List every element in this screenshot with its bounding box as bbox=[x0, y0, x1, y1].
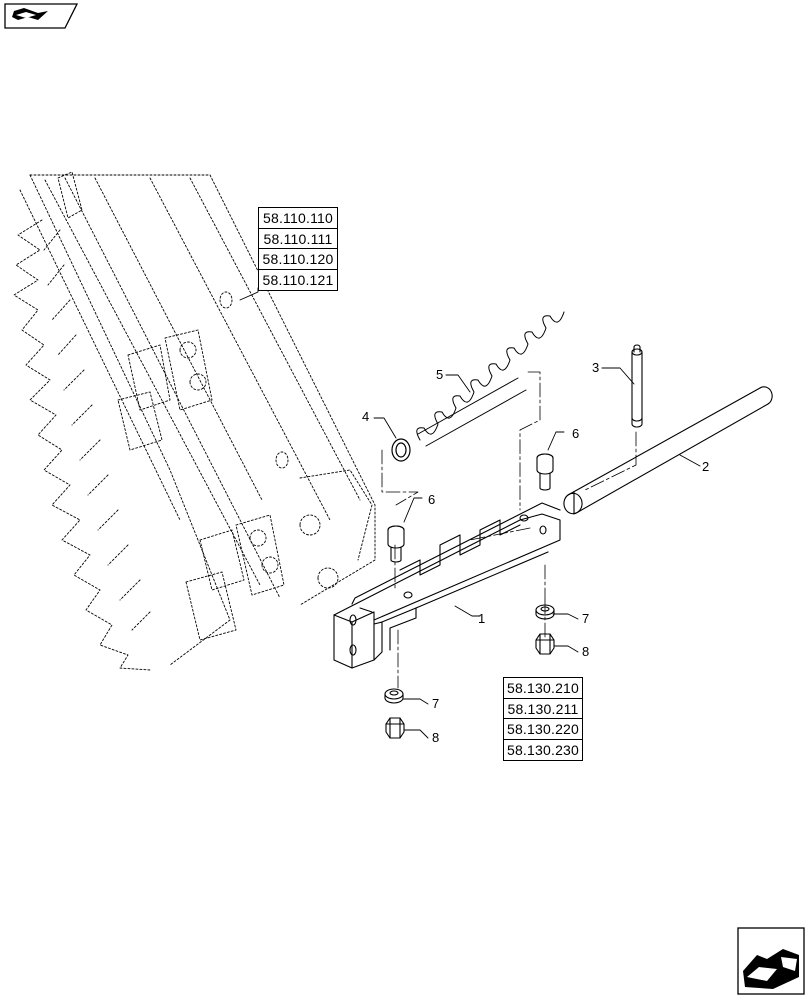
part-8-nut-left bbox=[385, 717, 405, 739]
reference-link[interactable]: 58.110.121 bbox=[258, 269, 338, 292]
reference-link[interactable]: 58.110.111 bbox=[258, 227, 338, 250]
previous-page-icon[interactable] bbox=[4, 3, 79, 29]
leader-lines bbox=[239, 287, 701, 739]
callout-1: 1 bbox=[478, 611, 486, 626]
reference-link[interactable]: 58.110.110 bbox=[258, 207, 338, 229]
reference-link[interactable]: 58.110.120 bbox=[258, 248, 338, 271]
callout-4: 4 bbox=[362, 409, 370, 424]
part-7-washer-right bbox=[535, 604, 555, 620]
part-6-bolt-upper bbox=[536, 453, 554, 491]
part-6-bolt-lower bbox=[387, 525, 405, 563]
part-8-nut-right bbox=[535, 633, 555, 655]
reference-link[interactable]: 58.130.230 bbox=[503, 739, 583, 762]
next-page-icon[interactable] bbox=[737, 927, 805, 995]
reference-link[interactable]: 58.130.210 bbox=[503, 677, 583, 699]
callout-6-lower: 6 bbox=[428, 492, 436, 507]
callout-8-right: 8 bbox=[582, 644, 590, 659]
part-2-shaft bbox=[563, 386, 773, 515]
center-lines bbox=[381, 371, 637, 689]
cutter-bar-assembly bbox=[13, 171, 376, 671]
callout-5: 5 bbox=[436, 367, 444, 382]
part-4-ring bbox=[391, 438, 411, 462]
callout-3: 3 bbox=[592, 360, 600, 375]
part-1-bracket bbox=[333, 502, 561, 669]
callout-6-upper: 6 bbox=[572, 426, 580, 441]
callout-2: 2 bbox=[702, 459, 710, 474]
part-7-washer-left bbox=[384, 688, 404, 704]
part-5-spring bbox=[416, 311, 565, 447]
reference-link[interactable]: 58.130.220 bbox=[503, 718, 583, 741]
reference-link[interactable]: 58.130.211 bbox=[503, 697, 583, 720]
reference-group-upper: 58.110.110 58.110.111 58.110.120 58.110.… bbox=[258, 207, 338, 292]
reference-group-lower: 58.130.210 58.130.211 58.130.220 58.130.… bbox=[503, 677, 583, 762]
callout-7-right: 7 bbox=[582, 611, 590, 626]
callout-8-left: 8 bbox=[432, 730, 440, 745]
callout-7-left: 7 bbox=[432, 696, 440, 711]
part-3-pin bbox=[631, 344, 643, 428]
